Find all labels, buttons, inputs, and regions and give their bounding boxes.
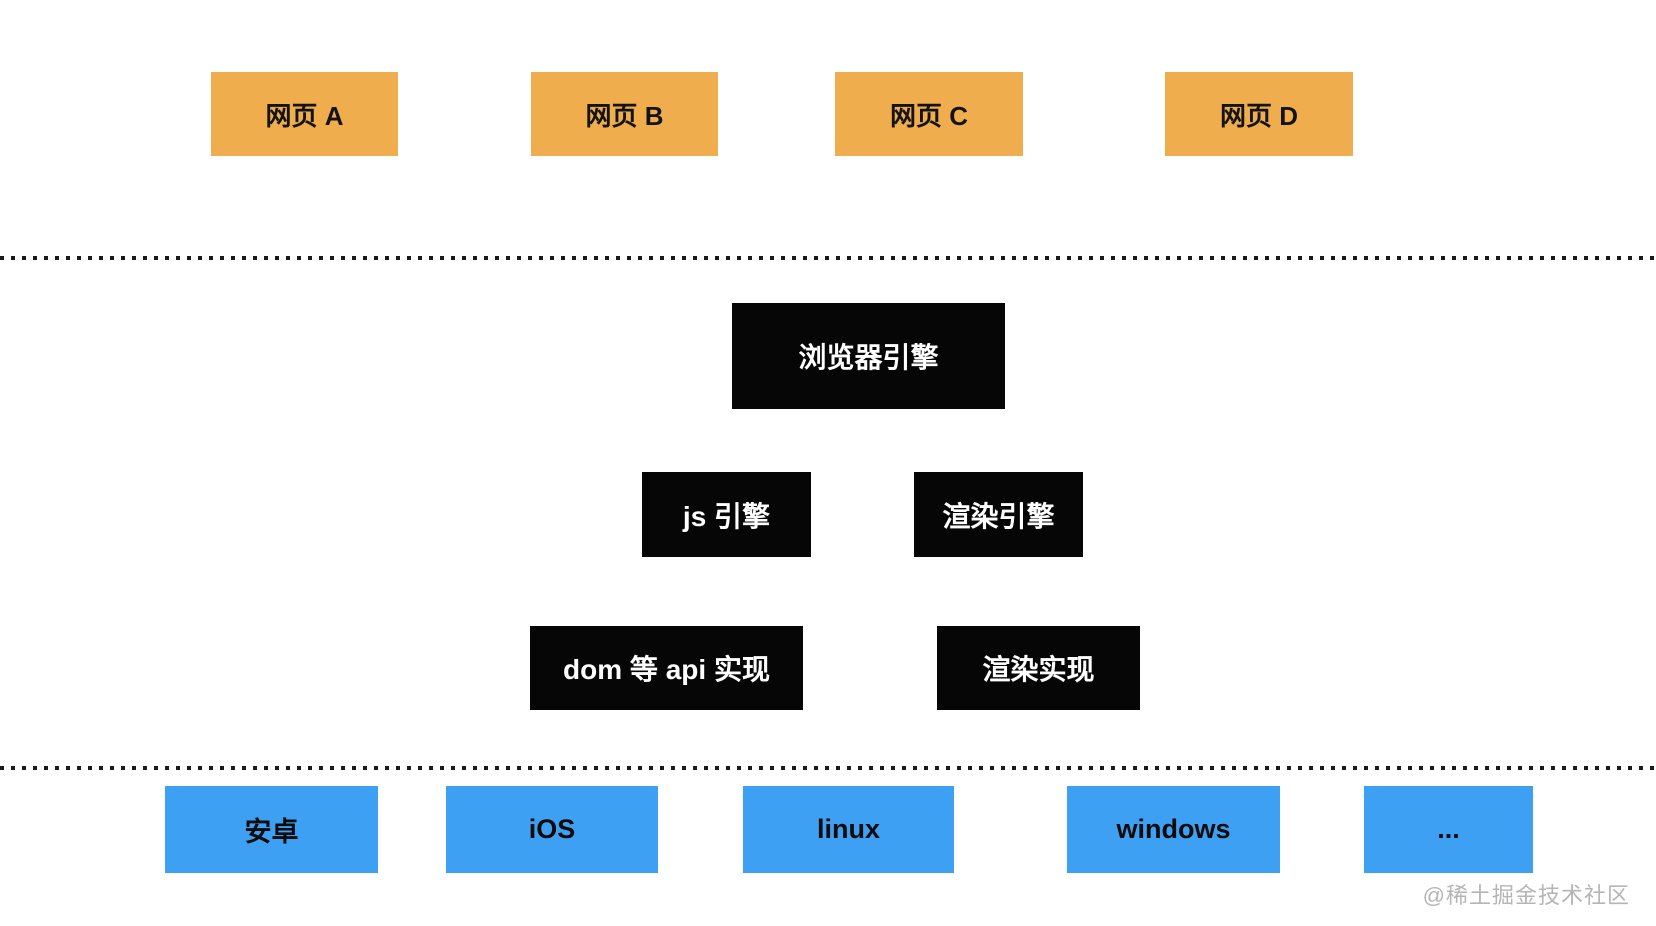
platform-box-ios: iOS	[446, 786, 658, 873]
platform-box-more: ...	[1364, 786, 1533, 873]
webpage-box-d: 网页 D	[1165, 72, 1353, 156]
platform-box-windows: windows	[1067, 786, 1280, 873]
webpage-box-c: 网页 C	[835, 72, 1023, 156]
js-engine-box: js 引擎	[642, 472, 811, 557]
platform-box-android: 安卓	[165, 786, 378, 873]
platform-box-linux: linux	[743, 786, 954, 873]
render-engine-box: 渲染引擎	[914, 472, 1083, 557]
separator-dotted-line-bottom	[0, 766, 1656, 770]
browser-engine-box: 浏览器引擎	[732, 303, 1005, 409]
dom-api-implementation-box: dom 等 api 实现	[530, 626, 803, 710]
juejin-watermark: @稀土掘金技术社区	[1422, 883, 1630, 908]
webpage-box-b: 网页 B	[531, 72, 718, 156]
render-implementation-box: 渲染实现	[937, 626, 1140, 710]
separator-dotted-line-top	[0, 256, 1656, 260]
webpage-box-a: 网页 A	[211, 72, 398, 156]
